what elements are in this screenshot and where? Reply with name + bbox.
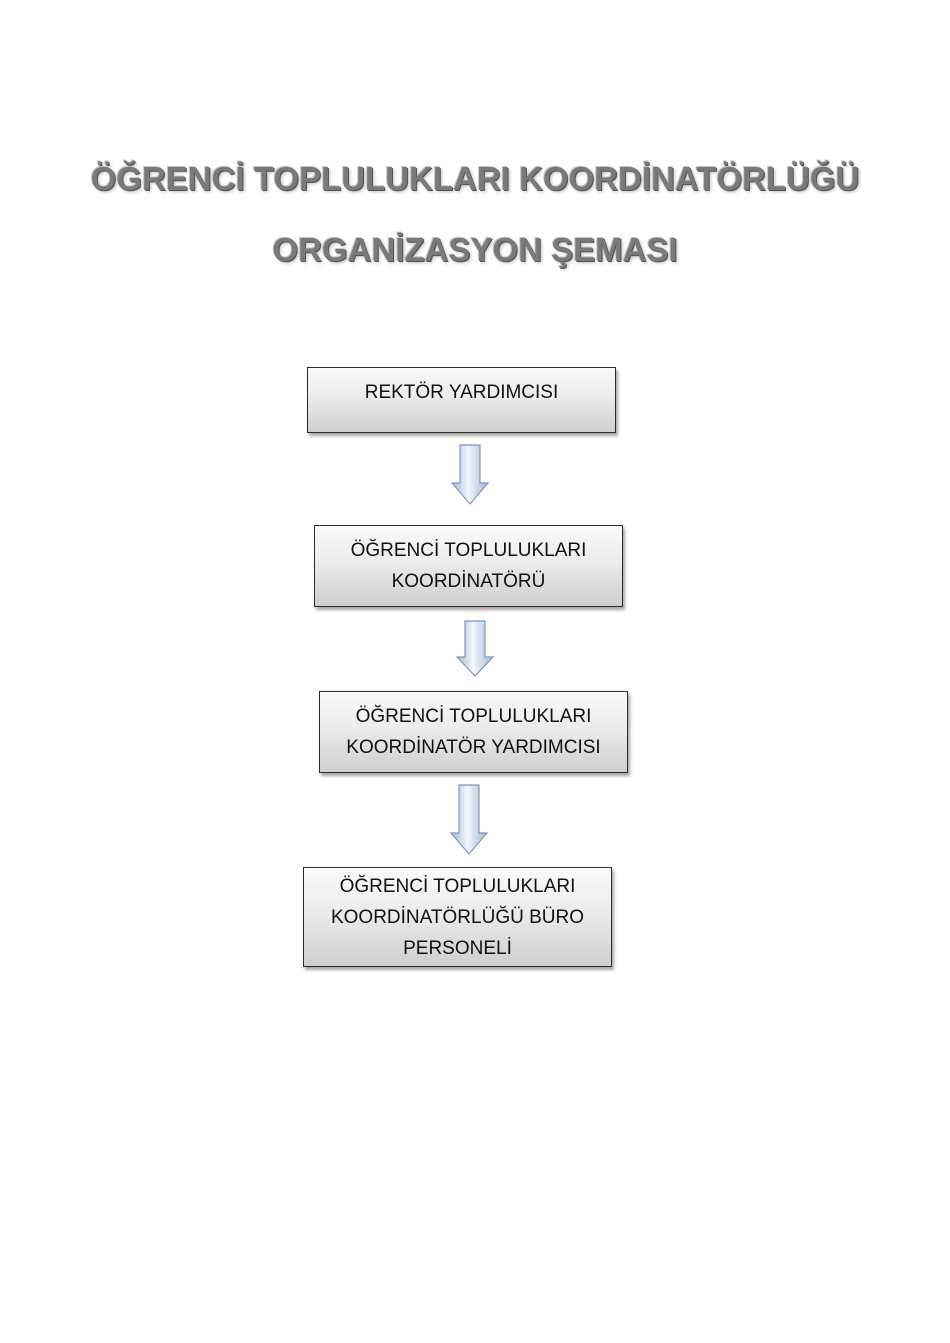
node-rektor-yardimcisi: REKTÖR YARDIMCISI	[307, 367, 616, 433]
node-label: REKTÖR YARDIMCISI	[364, 382, 559, 403]
arrow-down-icon	[450, 444, 490, 505]
node-koordinatoru: ÖĞRENCİ TOPLULUKLARI KOORDİNATÖRÜ	[314, 525, 623, 607]
node-buro-personeli: ÖĞRENCİ TOPLULUKLARI KOORDİNATÖRLÜĞÜ BÜR…	[303, 867, 612, 967]
node-label: ÖĞRENCİ TOPLULUKLARI KOORDİNATÖRLÜĞÜ BÜR…	[330, 875, 584, 959]
chart-title-line-2: ORGANİZASYON ŞEMASI	[272, 231, 678, 268]
chart-title-line-1: ÖĞRENCİ TOPLULUKLARI KOORDİNATÖRLÜĞÜ	[90, 160, 860, 197]
node-label: ÖĞRENCİ TOPLULUKLARI KOORDİNATÖR YARDIMC…	[346, 706, 601, 758]
node-koordinator-yardimcisi: ÖĞRENCİ TOPLULUKLARI KOORDİNATÖR YARDIMC…	[319, 691, 628, 773]
node-label: ÖĞRENCİ TOPLULUKLARI KOORDİNATÖRÜ	[350, 540, 587, 592]
arrow-down-icon	[455, 620, 495, 677]
arrow-down-icon	[449, 784, 489, 855]
